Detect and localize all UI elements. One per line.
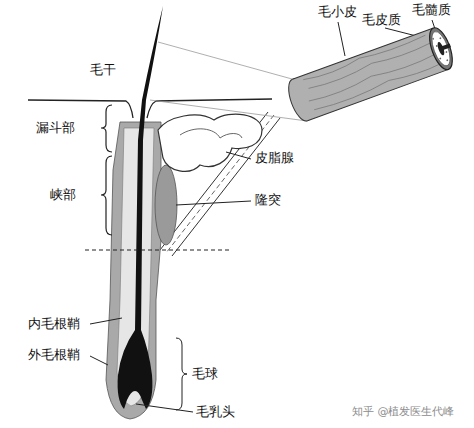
sebaceous-gland: [158, 114, 262, 171]
hair-inset: [284, 25, 458, 124]
part-label: 内毛根鞘: [28, 316, 80, 332]
part-label: 毛皮质: [362, 12, 401, 28]
part-label: 毛乳头: [196, 404, 235, 420]
part-label: 毛干: [90, 62, 116, 78]
bracket: [176, 338, 187, 410]
part-label: 毛髓质: [412, 2, 451, 18]
bulge: [155, 165, 177, 245]
part-label: 峡部: [50, 187, 76, 203]
part-label: 漏斗部: [36, 120, 75, 136]
skin-surface: [28, 100, 133, 118]
level-line: [85, 250, 232, 251]
part-label: 毛小皮: [318, 4, 357, 20]
bracket: [101, 105, 112, 152]
bracket: [101, 156, 112, 235]
part-label: 皮脂腺: [255, 150, 294, 166]
hair-shaft: [118, 6, 163, 409]
sebaceous-gland: [180, 129, 242, 138]
part-label: 外毛根鞘: [28, 347, 80, 363]
part-label: 毛球: [192, 366, 218, 382]
watermark: 知乎 @植发医生代峰: [352, 404, 455, 420]
part-label: 隆突: [255, 192, 281, 208]
zoom-line: [150, 42, 307, 121]
